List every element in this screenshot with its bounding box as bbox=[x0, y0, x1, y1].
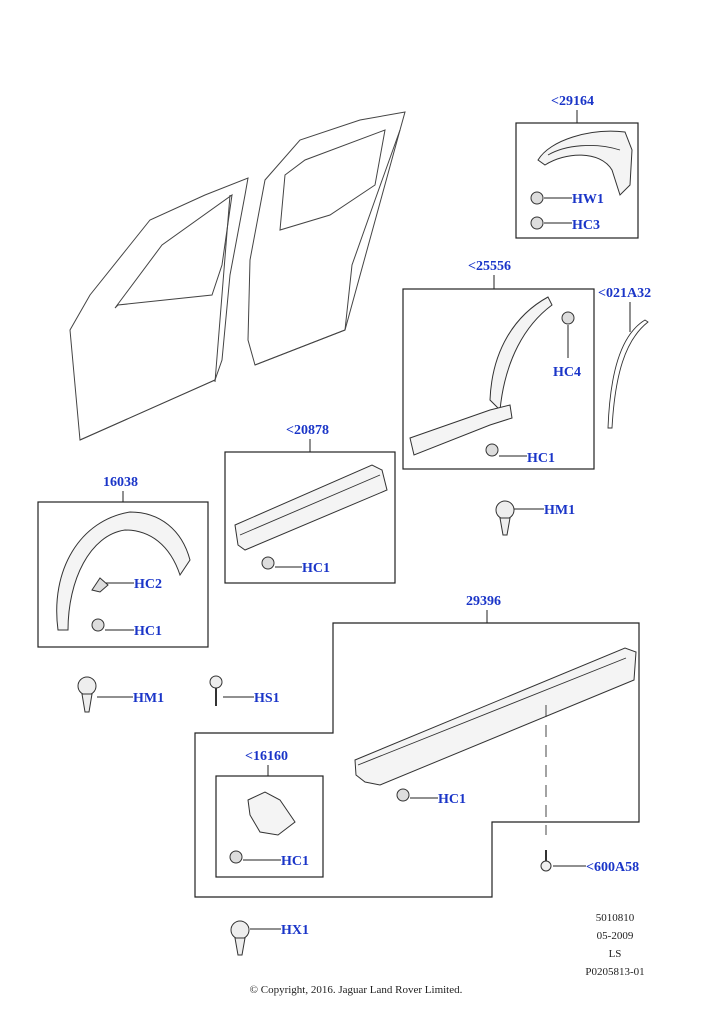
group-16038: 16038 HC2 HC1 bbox=[37, 475, 209, 648]
clip-hc1-icon bbox=[261, 556, 275, 570]
clip-hc2-icon bbox=[91, 577, 109, 593]
clip-hc1-icon bbox=[229, 850, 243, 864]
wheel-arch-molding-29164 bbox=[537, 130, 633, 196]
push-pin-icon bbox=[495, 500, 515, 536]
ref-illustration: P0205813-01 bbox=[585, 966, 644, 978]
label-hx1[interactable]: HX1 bbox=[281, 923, 309, 938]
copyright: © Copyright, 2016. Jaguar Land Rover Lim… bbox=[250, 984, 463, 996]
fastener-hw1-icon bbox=[530, 191, 544, 205]
label-hc1-16160[interactable]: HC1 bbox=[281, 854, 309, 869]
part-021a32: <021A32 bbox=[598, 286, 651, 429]
clip-hc4-icon bbox=[561, 311, 575, 325]
group-20878: <20878 HC1 bbox=[224, 423, 396, 584]
door-molding-25556 bbox=[409, 404, 513, 456]
ref-number: 5010810 bbox=[596, 912, 635, 924]
label-hc4[interactable]: HC4 bbox=[553, 365, 581, 380]
label-29396[interactable]: 29396 bbox=[466, 594, 501, 609]
sill-molding-29396 bbox=[354, 647, 637, 786]
label-021a32[interactable]: <021A32 bbox=[598, 286, 651, 301]
push-pin-icon bbox=[77, 676, 97, 713]
door-molding-20878 bbox=[234, 464, 388, 551]
clip-hc3-icon bbox=[530, 216, 544, 230]
label-hm1-right[interactable]: HM1 bbox=[544, 503, 575, 518]
wheel-arch-molding-16038 bbox=[56, 511, 191, 631]
fastener-600a58: <600A58 bbox=[540, 850, 639, 875]
label-hc1-25556[interactable]: HC1 bbox=[527, 451, 555, 466]
label-hc2[interactable]: HC2 bbox=[134, 577, 162, 592]
group-29396: 29396 HC1 bbox=[194, 594, 640, 898]
label-hs1[interactable]: HS1 bbox=[254, 691, 280, 706]
rear-door-outline bbox=[247, 111, 406, 366]
fastener-hs1: HS1 bbox=[209, 675, 280, 706]
ref-date: 05-2009 bbox=[597, 930, 634, 942]
ref-code: LS bbox=[609, 948, 622, 960]
clip-hc1-icon bbox=[91, 618, 105, 632]
label-hm1-left[interactable]: HM1 bbox=[133, 691, 164, 706]
label-hc1-16038[interactable]: HC1 bbox=[134, 624, 162, 639]
label-25556[interactable]: <25556 bbox=[468, 259, 511, 274]
label-hw1[interactable]: HW1 bbox=[572, 192, 604, 207]
label-16160[interactable]: <16160 bbox=[245, 749, 288, 764]
screw-icon bbox=[209, 675, 223, 706]
bracket-16160 bbox=[247, 791, 296, 836]
push-pin-icon bbox=[230, 920, 250, 956]
front-door-outline bbox=[69, 177, 249, 441]
label-hc1-20878[interactable]: HC1 bbox=[302, 561, 330, 576]
label-hc1-29396[interactable]: HC1 bbox=[438, 792, 466, 807]
label-29164[interactable]: <29164 bbox=[551, 94, 594, 109]
label-hc3[interactable]: HC3 bbox=[572, 218, 600, 233]
fastener-hm1-left: HM1 bbox=[77, 676, 164, 713]
label-600a58[interactable]: <600A58 bbox=[586, 860, 639, 875]
fastener-hx1: HX1 bbox=[230, 920, 309, 956]
wheel-arch-molding-25556 bbox=[489, 296, 553, 412]
clip-hc1-icon bbox=[396, 788, 410, 802]
seal-strip-021a32 bbox=[607, 319, 649, 429]
label-16038[interactable]: 16038 bbox=[103, 475, 138, 490]
group-16160: <16160 HC1 bbox=[215, 749, 324, 878]
bolt-icon bbox=[540, 850, 552, 872]
group-29164: <29164 HW1 HC3 bbox=[515, 94, 639, 239]
drawing-reference: 5010810 05-2009 LS P0205813-01 bbox=[585, 912, 644, 978]
fastener-hm1-right: HM1 bbox=[495, 500, 575, 536]
clip-hc1-icon bbox=[485, 443, 499, 457]
label-20878[interactable]: <20878 bbox=[286, 423, 329, 438]
group-25556: <25556 HC4 HC1 bbox=[402, 259, 595, 470]
